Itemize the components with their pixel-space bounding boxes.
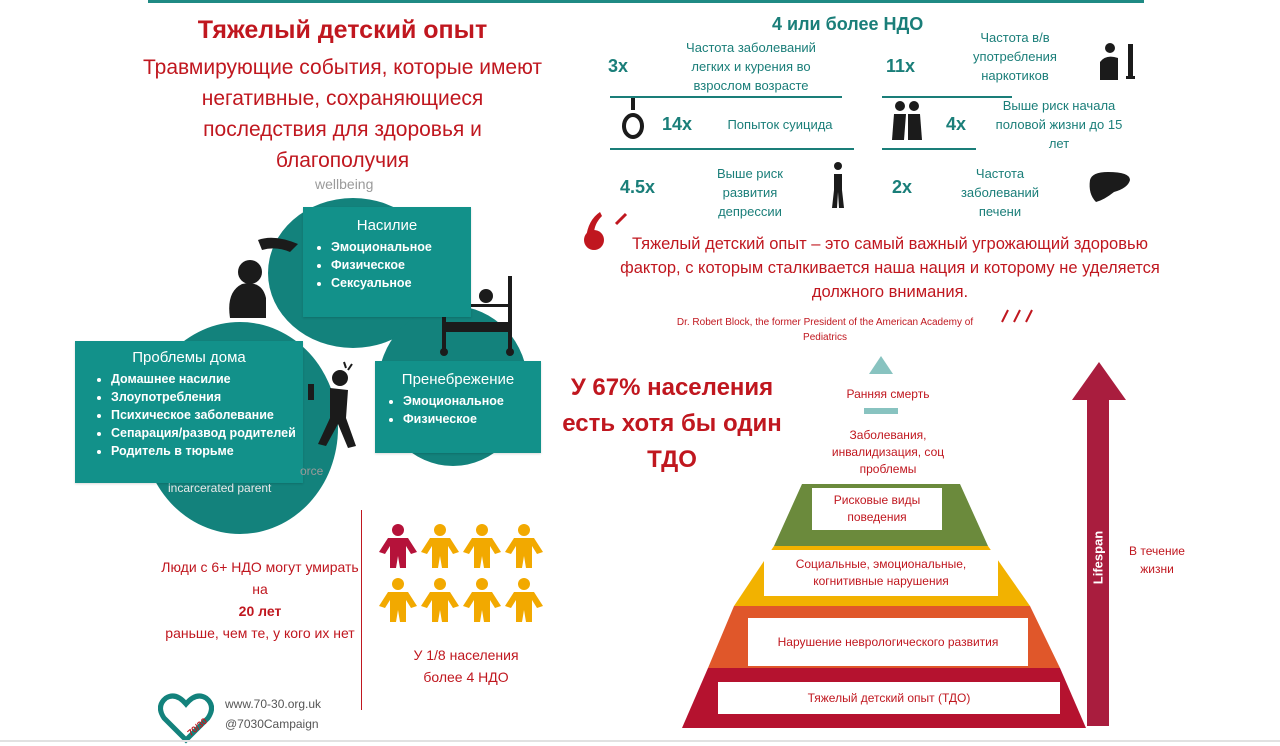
category-item: Домашнее насилие xyxy=(111,370,303,388)
page-subtitle: Травмирующие события, которые имеют нега… xyxy=(143,56,542,172)
stat-multiplier: 14x xyxy=(662,114,693,134)
person-icon xyxy=(463,524,501,568)
person-icon xyxy=(421,524,459,568)
pyramid-level: Нарушение неврологического развития xyxy=(748,618,1028,666)
quote-mark-icon xyxy=(584,212,628,250)
person-icon xyxy=(505,524,543,568)
pyramid-level: Ранняя смерть xyxy=(836,382,940,406)
footer-site: www.70-30.org.uk xyxy=(225,697,322,711)
category-item: Эмоциональное xyxy=(331,238,471,256)
quote-close-icon xyxy=(1001,309,1033,323)
early-death-years: 20 лет xyxy=(238,603,282,619)
category-item: Злоупотребления xyxy=(111,388,303,406)
ghost-text: incarcerated parent xyxy=(168,481,272,495)
person-icon xyxy=(421,578,459,622)
ghost-text-wellbeing: wellbeing xyxy=(315,176,374,192)
stats-divider xyxy=(882,148,976,150)
drunk-person-icon xyxy=(308,361,356,448)
footer-links: www.70-30.org.uk @7030Campaign xyxy=(225,694,321,734)
ace-pyramid xyxy=(682,356,1086,728)
stats-heading: 4 или более НДО xyxy=(772,14,924,34)
stat-multiplier: 3x xyxy=(608,56,629,76)
footer-handle: @7030Campaign xyxy=(225,717,319,731)
top-rule xyxy=(148,0,1144,3)
pyramid-level: Тяжелый детский опыт (ТДО) xyxy=(718,682,1060,714)
stat-text: Выше риск развития депрессии xyxy=(717,166,783,219)
ghost-text: orce xyxy=(300,464,324,478)
lifespan-arrow xyxy=(1087,398,1109,726)
abused-child-icon xyxy=(229,237,298,318)
stats-divider xyxy=(610,148,854,150)
syringe-user-icon xyxy=(1100,43,1135,80)
prevalence-text: У 67% населения есть хотя бы один ТДО xyxy=(562,374,782,473)
stat-multiplier: 4.5x xyxy=(620,177,656,197)
pyramid-level: Социальные, эмоциональные, когнитивные н… xyxy=(764,550,998,596)
stats-divider xyxy=(882,96,1012,98)
category-violence: Насилие Эмоциональное Физическое Сексуал… xyxy=(303,207,471,317)
category-item: Сексуальное xyxy=(331,274,471,292)
category-item: Психическое заболевание xyxy=(111,406,303,424)
category-title: Насилие xyxy=(356,217,418,234)
people-caption: У 1/8 населения более 4 НДО xyxy=(413,647,519,685)
category-title: Пренебрежение xyxy=(401,371,515,388)
stats-divider xyxy=(610,96,842,98)
stat-multiplier: 11x xyxy=(886,56,916,76)
stat-text: Частота заболеваний легких и курения во … xyxy=(686,40,816,93)
logo-heart-icon xyxy=(158,693,214,744)
early-death-note: Люди с 6+ НДО могут умирать на 20 лет ра… xyxy=(160,556,360,644)
couple-icon xyxy=(892,101,922,140)
stat-text: Частота заболеваний печени xyxy=(960,166,1040,219)
page-title: Тяжелый детский опыт xyxy=(197,16,488,44)
stat-text: Выше риск начала половой жизни до 15 лет xyxy=(995,98,1123,151)
category-item: Сепарация/развод родителей xyxy=(111,424,303,442)
stat-text: Попыток суицида xyxy=(727,117,833,132)
category-title: Проблемы дома xyxy=(132,349,246,366)
depressed-person-icon xyxy=(832,162,844,208)
liver-icon xyxy=(1089,172,1130,202)
people-grid xyxy=(379,524,543,622)
pyramid-band xyxy=(864,408,898,414)
person-icon xyxy=(505,578,543,622)
category-item: Эмоциональное xyxy=(403,392,541,410)
stat-multiplier: 4x xyxy=(946,114,967,134)
lifespan-side-label: В течение жизни xyxy=(1129,544,1185,576)
category-neglect: Пренебрежение Эмоциональное Физическое xyxy=(375,361,541,453)
lifespan-label: Lifespan xyxy=(1090,530,1106,585)
pyramid-level: Рисковые виды поведения xyxy=(812,488,942,530)
stat-text: Частота в/в употребления наркотиков xyxy=(973,30,1057,83)
category-item: Физическое xyxy=(331,256,471,274)
person-icon xyxy=(379,578,417,622)
person-icon xyxy=(379,524,417,568)
person-icon xyxy=(463,578,501,622)
pyramid-tip xyxy=(869,356,893,374)
stat-multiplier: 2x xyxy=(892,177,913,197)
category-home: Проблемы дома Домашнее насилие Злоупотре… xyxy=(75,341,303,483)
category-item: Родитель в тюрьме xyxy=(111,442,303,460)
category-item: Физическое xyxy=(403,410,541,428)
quote-text: Тяжелый детский опыт – это самый важный … xyxy=(620,235,1160,301)
bottom-rule xyxy=(0,740,1280,742)
lifespan-arrow-head xyxy=(1072,362,1126,400)
divider-vertical xyxy=(361,510,362,710)
early-death-line2: раньше, чем те, у кого их нет xyxy=(165,625,355,641)
noose-icon xyxy=(622,98,644,139)
quote-source: Dr. Robert Block, the former President o… xyxy=(676,317,974,343)
pyramid-level: Заболевания, инвалидизация, соц проблемы xyxy=(828,424,948,480)
early-death-line1: Люди с 6+ НДО могут умирать на xyxy=(161,559,359,597)
